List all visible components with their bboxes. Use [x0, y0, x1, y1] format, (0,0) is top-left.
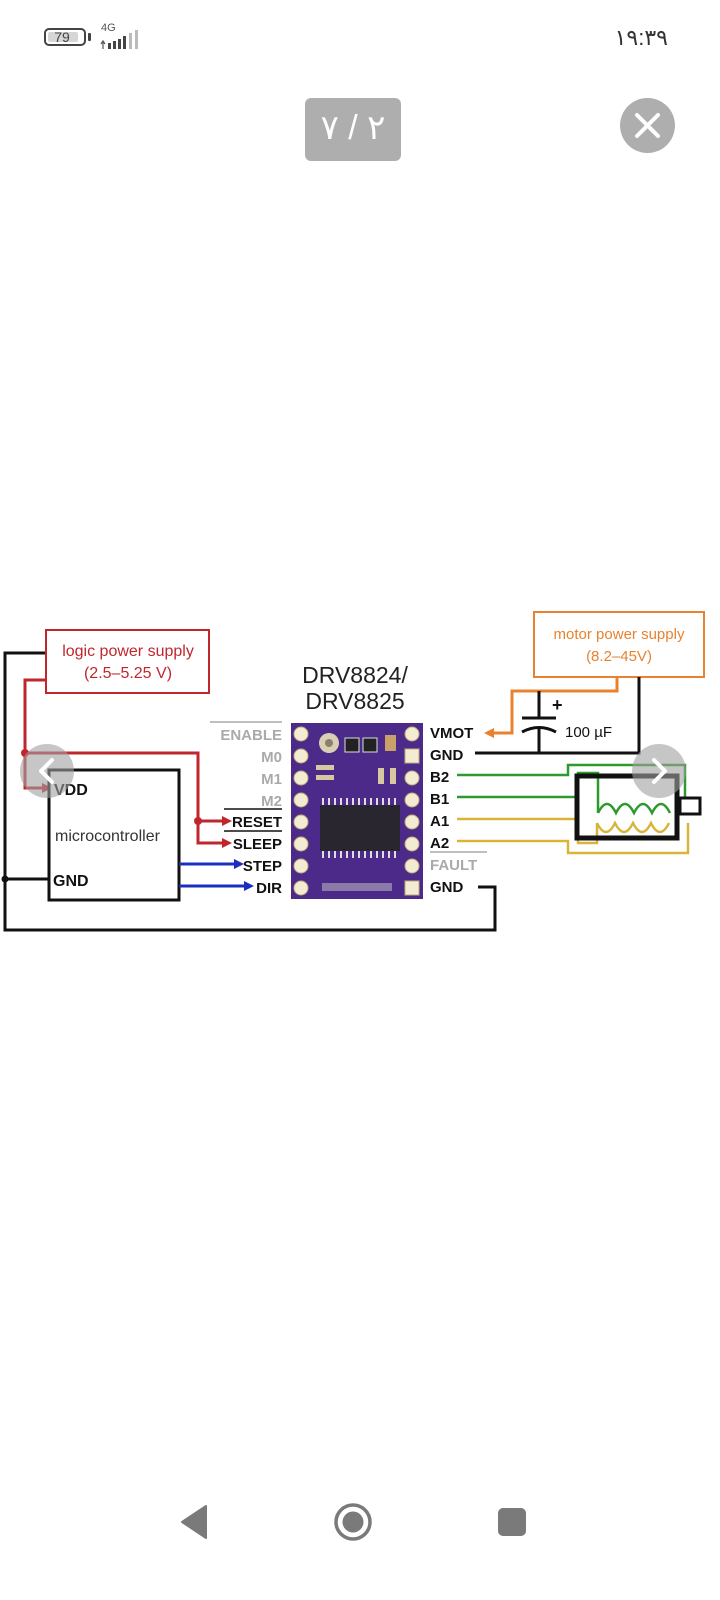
image-counter: ٢ / ٧ [305, 98, 401, 161]
next-image-button[interactable] [632, 744, 686, 798]
coil-b [596, 802, 672, 816]
logic-power-supply-box [45, 629, 210, 694]
pin-dir: DIR [256, 880, 282, 897]
signal-icon [100, 30, 138, 49]
mcu-gnd-label: GND [53, 873, 89, 890]
pin-enable: ENABLE [220, 727, 282, 744]
pin-fault: FAULT [430, 857, 477, 874]
clock: ١٩:٣٩ [614, 25, 668, 50]
b1-wire [457, 771, 600, 813]
stepper-motor [574, 773, 702, 841]
close-button[interactable] [620, 98, 675, 153]
pin-gnd-top: GND [430, 747, 464, 764]
recents-icon[interactable] [496, 1506, 528, 1538]
motor-supply-range: (8.2–45V) [586, 648, 652, 665]
chevron-left-icon [39, 758, 54, 784]
previous-image-button[interactable] [20, 744, 74, 798]
sleep-wire [25, 751, 222, 845]
chevron-right-icon [652, 758, 667, 784]
left-pin-labels: ENABLE M0 M1 M2 RESET SLEEP STEP DIR [210, 721, 282, 897]
pin-a1: A1 [430, 813, 449, 830]
battery-level: 79 [54, 29, 70, 45]
mcu-label: microcontroller [55, 828, 161, 845]
battery-tip [88, 33, 91, 41]
a2-wire [457, 823, 690, 855]
logic-supply-title: logic power supply [62, 643, 194, 660]
pin-step: STEP [243, 858, 282, 875]
pin-b2: B2 [430, 769, 449, 786]
status-bar: 79 4G ١٩:٣٩ [0, 0, 720, 70]
pin-m2: M2 [261, 793, 282, 810]
back-icon[interactable] [178, 1504, 210, 1540]
pin-reset: RESET [232, 814, 282, 831]
system-navigation-bar [0, 1490, 720, 1560]
coil-a [595, 820, 671, 834]
capacitor-label: 100 µF [565, 724, 612, 741]
driver-board [291, 723, 423, 899]
pin-m0: M0 [261, 749, 282, 766]
capacitor-polarity: + [552, 695, 563, 715]
motor-gnd-wire [475, 677, 641, 755]
close-icon [635, 113, 660, 138]
home-icon[interactable] [333, 1502, 373, 1542]
junction-dot [1, 875, 9, 883]
pin-sleep: SLEEP [233, 836, 282, 853]
right-pin-labels: VMOT GND B2 B1 A1 A2 FAULT GND [430, 725, 487, 896]
pin-gnd-bottom: GND [430, 879, 464, 896]
microcontroller-box [47, 768, 181, 902]
logic-supply-range: (2.5–5.25 V) [84, 665, 172, 682]
b2-wire [457, 763, 687, 815]
capacitor [521, 691, 557, 753]
pin-b1: B1 [430, 791, 449, 808]
motor-supply-title: motor power supply [554, 626, 685, 643]
wiring-diagram: logic power supply (2.5–5.25 V) VDD micr… [1, 611, 705, 932]
vmot-wire [492, 677, 619, 735]
driver-title-line2: DRV8825 [305, 688, 404, 714]
network-type: 4G [101, 22, 116, 34]
motor-power-supply-box [533, 611, 705, 678]
pin-m1: M1 [261, 771, 282, 788]
pin-vmot: VMOT [430, 725, 473, 742]
battery-fill [48, 32, 78, 42]
pin-a2: A2 [430, 835, 449, 852]
ground-wire [3, 651, 497, 932]
battery-icon: 79 [44, 28, 86, 46]
driver-title-line1: DRV8824/ [302, 662, 408, 688]
